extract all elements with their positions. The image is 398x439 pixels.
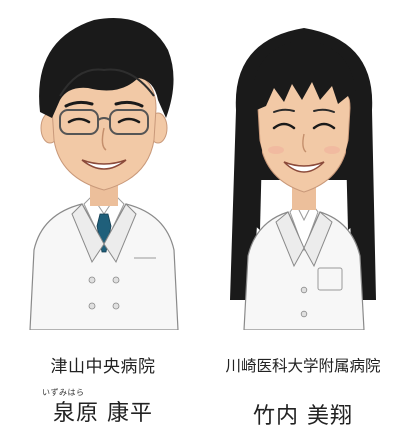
hospital-name: 津山中央病院 — [50, 357, 156, 377]
name-reading: いずみはら — [42, 388, 85, 397]
profile-card-right: 川崎医科大学附属病院 竹内 美翔 — [208, 0, 398, 439]
female-doctor-portrait — [230, 28, 376, 330]
person-name: 竹内 美翔 — [253, 404, 353, 429]
hospital-name: 川崎医科大学附属病院 — [225, 357, 381, 375]
person-name: 泉原 康平 — [53, 401, 153, 426]
profile-card-left: 津山中央病院 いずみはら 泉原 康平 — [8, 0, 198, 439]
male-doctor-portrait — [29, 18, 179, 330]
